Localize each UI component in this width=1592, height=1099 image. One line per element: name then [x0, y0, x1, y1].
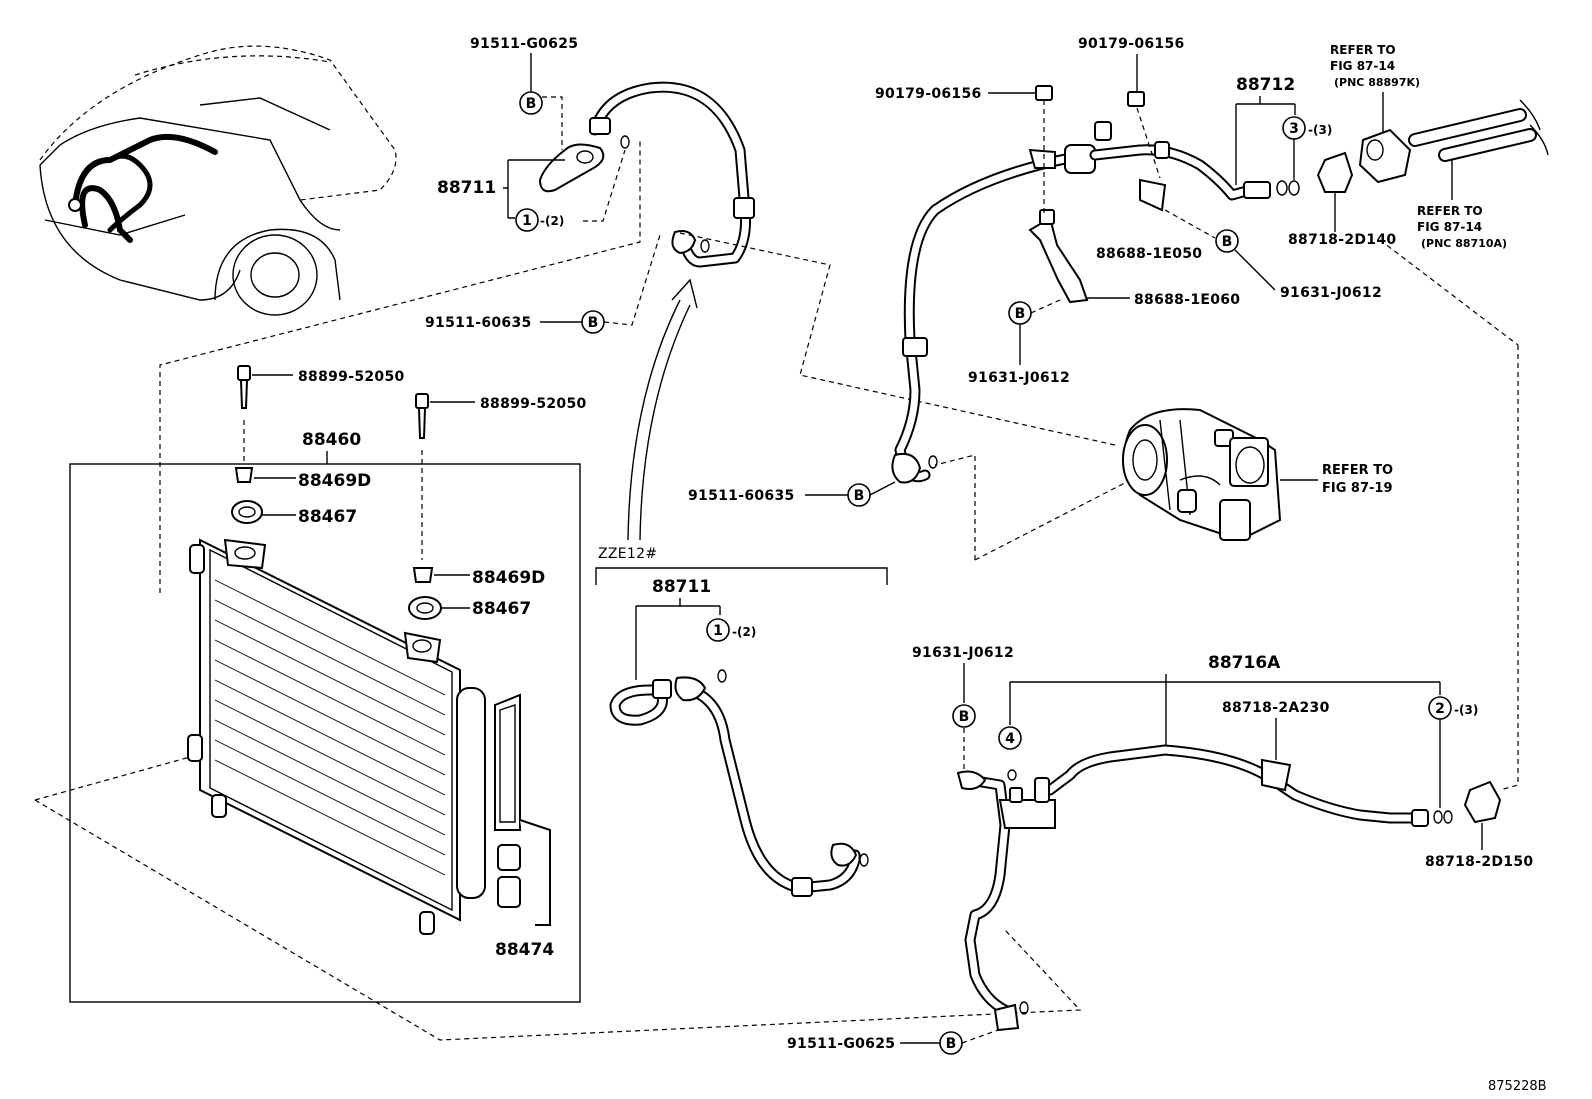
variant-arrow — [627, 278, 698, 541]
callout-4 — [998, 726, 1022, 750]
compressor: REFER TO FIG 87-19 — [1122, 408, 1393, 542]
liquid-tube-88716a — [956, 744, 1502, 1032]
svg-text:3: 3 — [1289, 121, 1299, 137]
svg-text:B: B — [959, 709, 970, 725]
refer-top-line2: FIG 87-14 — [1330, 59, 1395, 73]
label-88469d-b: 88469D — [472, 568, 545, 588]
refer-right-line3: (PNC 88710A) — [1421, 237, 1507, 250]
label-88711-mid: 88711 — [652, 577, 711, 597]
qty-2-mid: -(2) — [732, 625, 756, 639]
label-91631-j0612-right: 91631-J0612 — [1280, 285, 1382, 301]
svg-text:1: 1 — [522, 213, 532, 229]
refer-top-line1: REFER TO — [1330, 43, 1396, 57]
callout-1 — [706, 618, 730, 642]
label-88688-1e060: 88688-1E060 — [1134, 292, 1240, 308]
figure-code: 875228B — [1488, 1079, 1547, 1094]
label-group-top-right: 90179-06156 90179-06156 88712 3 -(3) REF… — [688, 36, 1549, 507]
refer-compressor-line2: FIG 87-19 — [1322, 481, 1393, 496]
svg-text:2: 2 — [1435, 701, 1445, 717]
label-91631-j0612-bottom: 91631-J0612 — [912, 645, 1014, 661]
label-88467-b: 88467 — [472, 599, 531, 619]
label-zze12: ZZE12# — [598, 546, 657, 562]
label-88899-52050-a: 88899-52050 — [298, 369, 405, 385]
car-location-sketch — [39, 45, 397, 316]
label-group-top-hose: 91511-G0625 B 88711 1 -(2) 91511-60635 B — [425, 36, 661, 334]
label-88467-a: 88467 — [298, 507, 357, 527]
label-88716a: 88716A — [1208, 653, 1281, 673]
label-90179-06156-top: 90179-06156 — [1078, 36, 1185, 52]
receiver-dryer — [456, 687, 486, 899]
qty-3-bottom: -(3) — [1454, 703, 1478, 717]
svg-text:B: B — [588, 315, 599, 331]
discharge-hose-88711 — [538, 81, 755, 268]
label-88718-2d140: 88718-2D140 — [1288, 232, 1396, 248]
label-91511-g0625-top: 91511-G0625 — [470, 36, 578, 52]
label-88688-1e050: 88688-1E050 — [1096, 246, 1202, 262]
svg-text:4: 4 — [1005, 731, 1015, 747]
condenser-88460: 88460 — [69, 430, 581, 1003]
variant-zze12-hose: ZZE12# 88711 1 -(2) — [595, 546, 888, 897]
refer-right-line1: REFER TO — [1417, 204, 1483, 218]
label-group-bottom-right: 91631-J0612 B 88716A 4 88718-2A230 2 -(3… — [787, 645, 1547, 1094]
svg-text:B: B — [1222, 234, 1233, 250]
callout-b — [1215, 229, 1239, 253]
label-88711-top: 88711 — [437, 178, 496, 198]
qty-3-top: -(3) — [1308, 123, 1332, 137]
svg-text:B: B — [526, 96, 537, 112]
callout-b — [519, 91, 543, 115]
label-88718-2d150: 88718-2D150 — [1425, 854, 1533, 870]
svg-text:B: B — [946, 1036, 957, 1052]
callout-b — [952, 704, 976, 728]
refer-right-line2: FIG 87-14 — [1417, 220, 1482, 234]
condenser-fasteners: 88899-52050 88899-52050 88469D 88467 884… — [231, 365, 587, 960]
label-88712: 88712 — [1236, 75, 1295, 95]
label-91511-60635-mid: 91511-60635 — [688, 488, 795, 504]
label-88469d-a: 88469D — [298, 471, 371, 491]
svg-text:B: B — [1015, 306, 1026, 322]
label-88460: 88460 — [302, 430, 361, 450]
label-88899-52050-b: 88899-52050 — [480, 396, 587, 412]
label-88474: 88474 — [495, 940, 554, 960]
label-91631-j0612-mid: 91631-J0612 — [968, 370, 1070, 386]
qty-2-top: -(2) — [540, 214, 564, 228]
suction-hose-assembly — [891, 121, 1300, 484]
refer-top-line3: (PNC 88897K) — [1334, 76, 1420, 89]
label-91511-g0625-bottom: 91511-G0625 — [787, 1036, 895, 1052]
condenser-frame-box — [69, 463, 581, 1003]
callout-1 — [515, 208, 539, 232]
svg-text:B: B — [854, 488, 865, 504]
svg-text:1: 1 — [713, 623, 723, 639]
refer-compressor-line1: REFER TO — [1322, 463, 1393, 478]
label-88718-2a230: 88718-2A230 — [1222, 700, 1330, 716]
label-90179-06156-left: 90179-06156 — [875, 86, 982, 102]
label-91511-60635-left: 91511-60635 — [425, 315, 532, 331]
